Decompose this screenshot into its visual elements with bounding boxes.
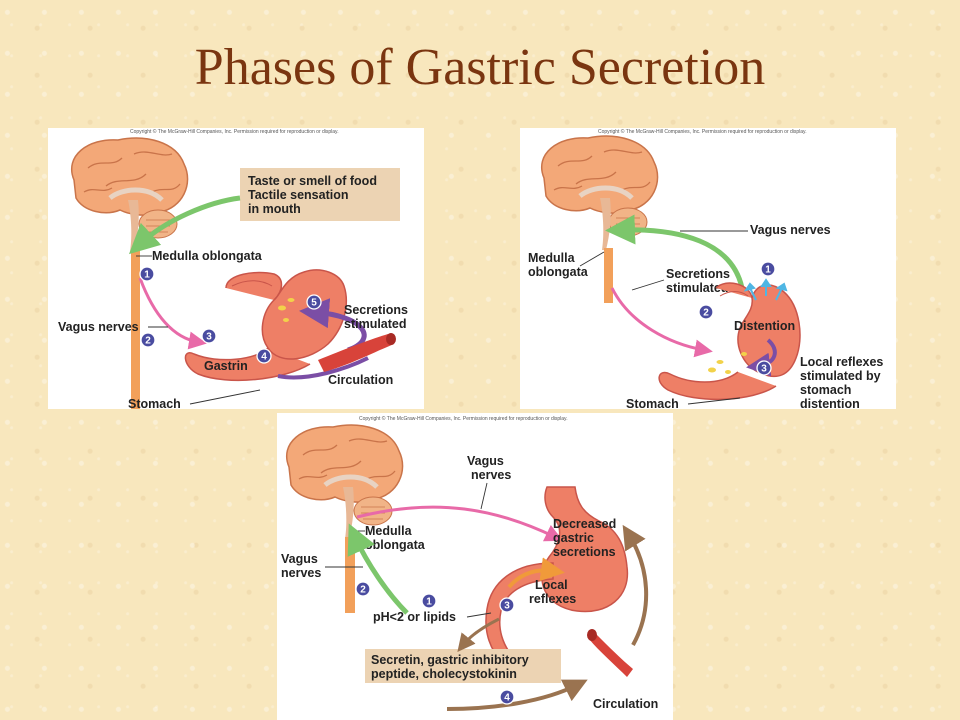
step-2-badge: 2 — [140, 332, 156, 348]
decreased-label-1: Decreased — [553, 517, 616, 531]
svg-text:2: 2 — [145, 336, 151, 347]
circulation-label: Circulation — [593, 697, 658, 711]
step-3-badge: 3 — [201, 328, 217, 344]
svg-text:2: 2 — [703, 308, 709, 319]
stimulus-box — [240, 168, 400, 221]
step-2-badge: 2 — [698, 304, 714, 320]
stimulus-line-3: in mouth — [248, 202, 301, 216]
intestinal-phase-panel: Copyright © The McGraw-Hill Companies, I… — [277, 413, 673, 720]
secretion-droplets — [708, 352, 747, 374]
medulla-label-2: oblongata — [365, 538, 426, 552]
step-4-badge: 4 — [256, 348, 272, 364]
svg-text:2: 2 — [360, 585, 366, 596]
step-3-badge: 3 — [499, 597, 515, 613]
secretions-label-2: stimulated — [344, 317, 407, 331]
duodenum-to-hormone-arrow — [457, 617, 500, 653]
secretions-label-1: Secretions — [344, 303, 408, 317]
blood-vessel — [589, 633, 633, 677]
vagus-top-label-1: Vagus — [467, 454, 504, 468]
svg-text:4: 4 — [504, 693, 510, 704]
medulla-label-1: Medulla — [528, 251, 576, 265]
gastrin-arrow — [277, 356, 369, 380]
step-1-badge: 1 — [421, 593, 437, 609]
spinal-nerve — [604, 248, 613, 303]
decreased-label-3: secretions — [553, 545, 616, 559]
local-reflex-label-1: Local — [535, 578, 568, 592]
svg-text:3: 3 — [504, 601, 510, 612]
vagus-left-label-1: Vagus — [281, 552, 318, 566]
blood-vessel — [318, 334, 394, 372]
copyright-text: Copyright © The McGraw-Hill Companies, I… — [130, 128, 339, 135]
vagus-left-label-2: nerves — [281, 566, 321, 580]
spinal-nerve — [345, 537, 355, 613]
sensory-arrow — [128, 195, 241, 255]
cephalic-phase-panel: Copyright © The McGraw-Hill Companies, I… — [48, 128, 424, 409]
local-reflex-arrow — [507, 557, 565, 589]
vagus-arrow — [138, 277, 207, 350]
svg-text:3: 3 — [206, 332, 212, 343]
slide-title: Phases of Gastric Secretion — [194, 39, 766, 96]
stimulus-line-1: Taste or smell of food — [248, 174, 377, 188]
secretions-label-2: stimulated — [666, 281, 729, 295]
svg-text:4: 4 — [261, 352, 267, 363]
step-4-badge: 4 — [499, 689, 515, 705]
stimulus-line-2: Tactile sensation — [248, 188, 349, 202]
distention-label: Distention — [734, 319, 795, 333]
vagus-afferent-arrow — [347, 523, 409, 615]
vagus-top-label-2: nerves — [471, 468, 511, 482]
svg-text:1: 1 — [765, 265, 771, 276]
gastrin-label: Gastrin — [204, 359, 248, 373]
secretions-label-1: Secretions — [666, 267, 730, 281]
medulla-label: Medulla oblongata — [152, 249, 263, 263]
step-1-badge: 1 — [139, 266, 155, 282]
circulation-label: Circulation — [328, 373, 393, 387]
step-2-badge: 2 — [355, 581, 371, 597]
step-5-badge: 5 — [306, 294, 322, 310]
spinal-nerve — [131, 250, 140, 409]
hormone-line-2: peptide, cholecystokinin — [371, 667, 517, 681]
decreased-label-2: gastric — [553, 531, 594, 545]
brain-illustration — [541, 135, 659, 250]
stomach-label: Stomach — [128, 397, 181, 409]
local-reflex-label-2: stimulated by — [800, 369, 881, 383]
local-reflex-label-2: reflexes — [529, 592, 576, 606]
copyright-text: Copyright © The McGraw-Hill Companies, I… — [598, 128, 807, 135]
efferent-vagus-arrow — [610, 287, 713, 358]
vagus-label: Vagus nerves — [750, 223, 831, 237]
stomach-illustration — [184, 269, 347, 382]
secretion-droplets — [278, 298, 295, 322]
hormone-to-circulation-arrow — [446, 679, 588, 711]
gastric-phase-panel: Copyright © The McGraw-Hill Companies, I… — [520, 128, 896, 409]
copyright-text: Copyright © The McGraw-Hill Companies, I… — [359, 415, 568, 422]
local-reflex-label-3: stomach — [800, 383, 851, 397]
circulation-to-stomach-arrow — [622, 524, 649, 646]
svg-text:1: 1 — [426, 597, 432, 608]
distention-arrows — [743, 278, 788, 301]
svg-text:3: 3 — [761, 364, 767, 375]
brain-illustration — [71, 137, 189, 252]
local-reflex-label-1: Local reflexes — [800, 355, 883, 369]
medulla-label-1: Medulla — [365, 524, 413, 538]
ph-label: pH<2 or lipids — [373, 610, 456, 624]
afferent-vagus-arrow — [605, 214, 745, 289]
svg-text:5: 5 — [311, 298, 317, 309]
stomach-label: Stomach — [626, 397, 679, 409]
step-3-badge: 3 — [756, 360, 772, 376]
hormone-box — [365, 649, 561, 683]
vagus-label: Vagus nerves — [58, 320, 139, 334]
brain-illustration — [286, 424, 404, 539]
svg-text:1: 1 — [144, 270, 150, 281]
vagus-efferent-arrow — [356, 505, 564, 542]
local-reflex-label-4: distention — [800, 397, 860, 409]
stomach-illustration — [658, 282, 801, 401]
medulla-label-2: oblongata — [528, 265, 589, 279]
hormone-line-1: Secretin, gastric inhibitory — [371, 653, 529, 667]
step-1-badge: 1 — [760, 261, 776, 277]
